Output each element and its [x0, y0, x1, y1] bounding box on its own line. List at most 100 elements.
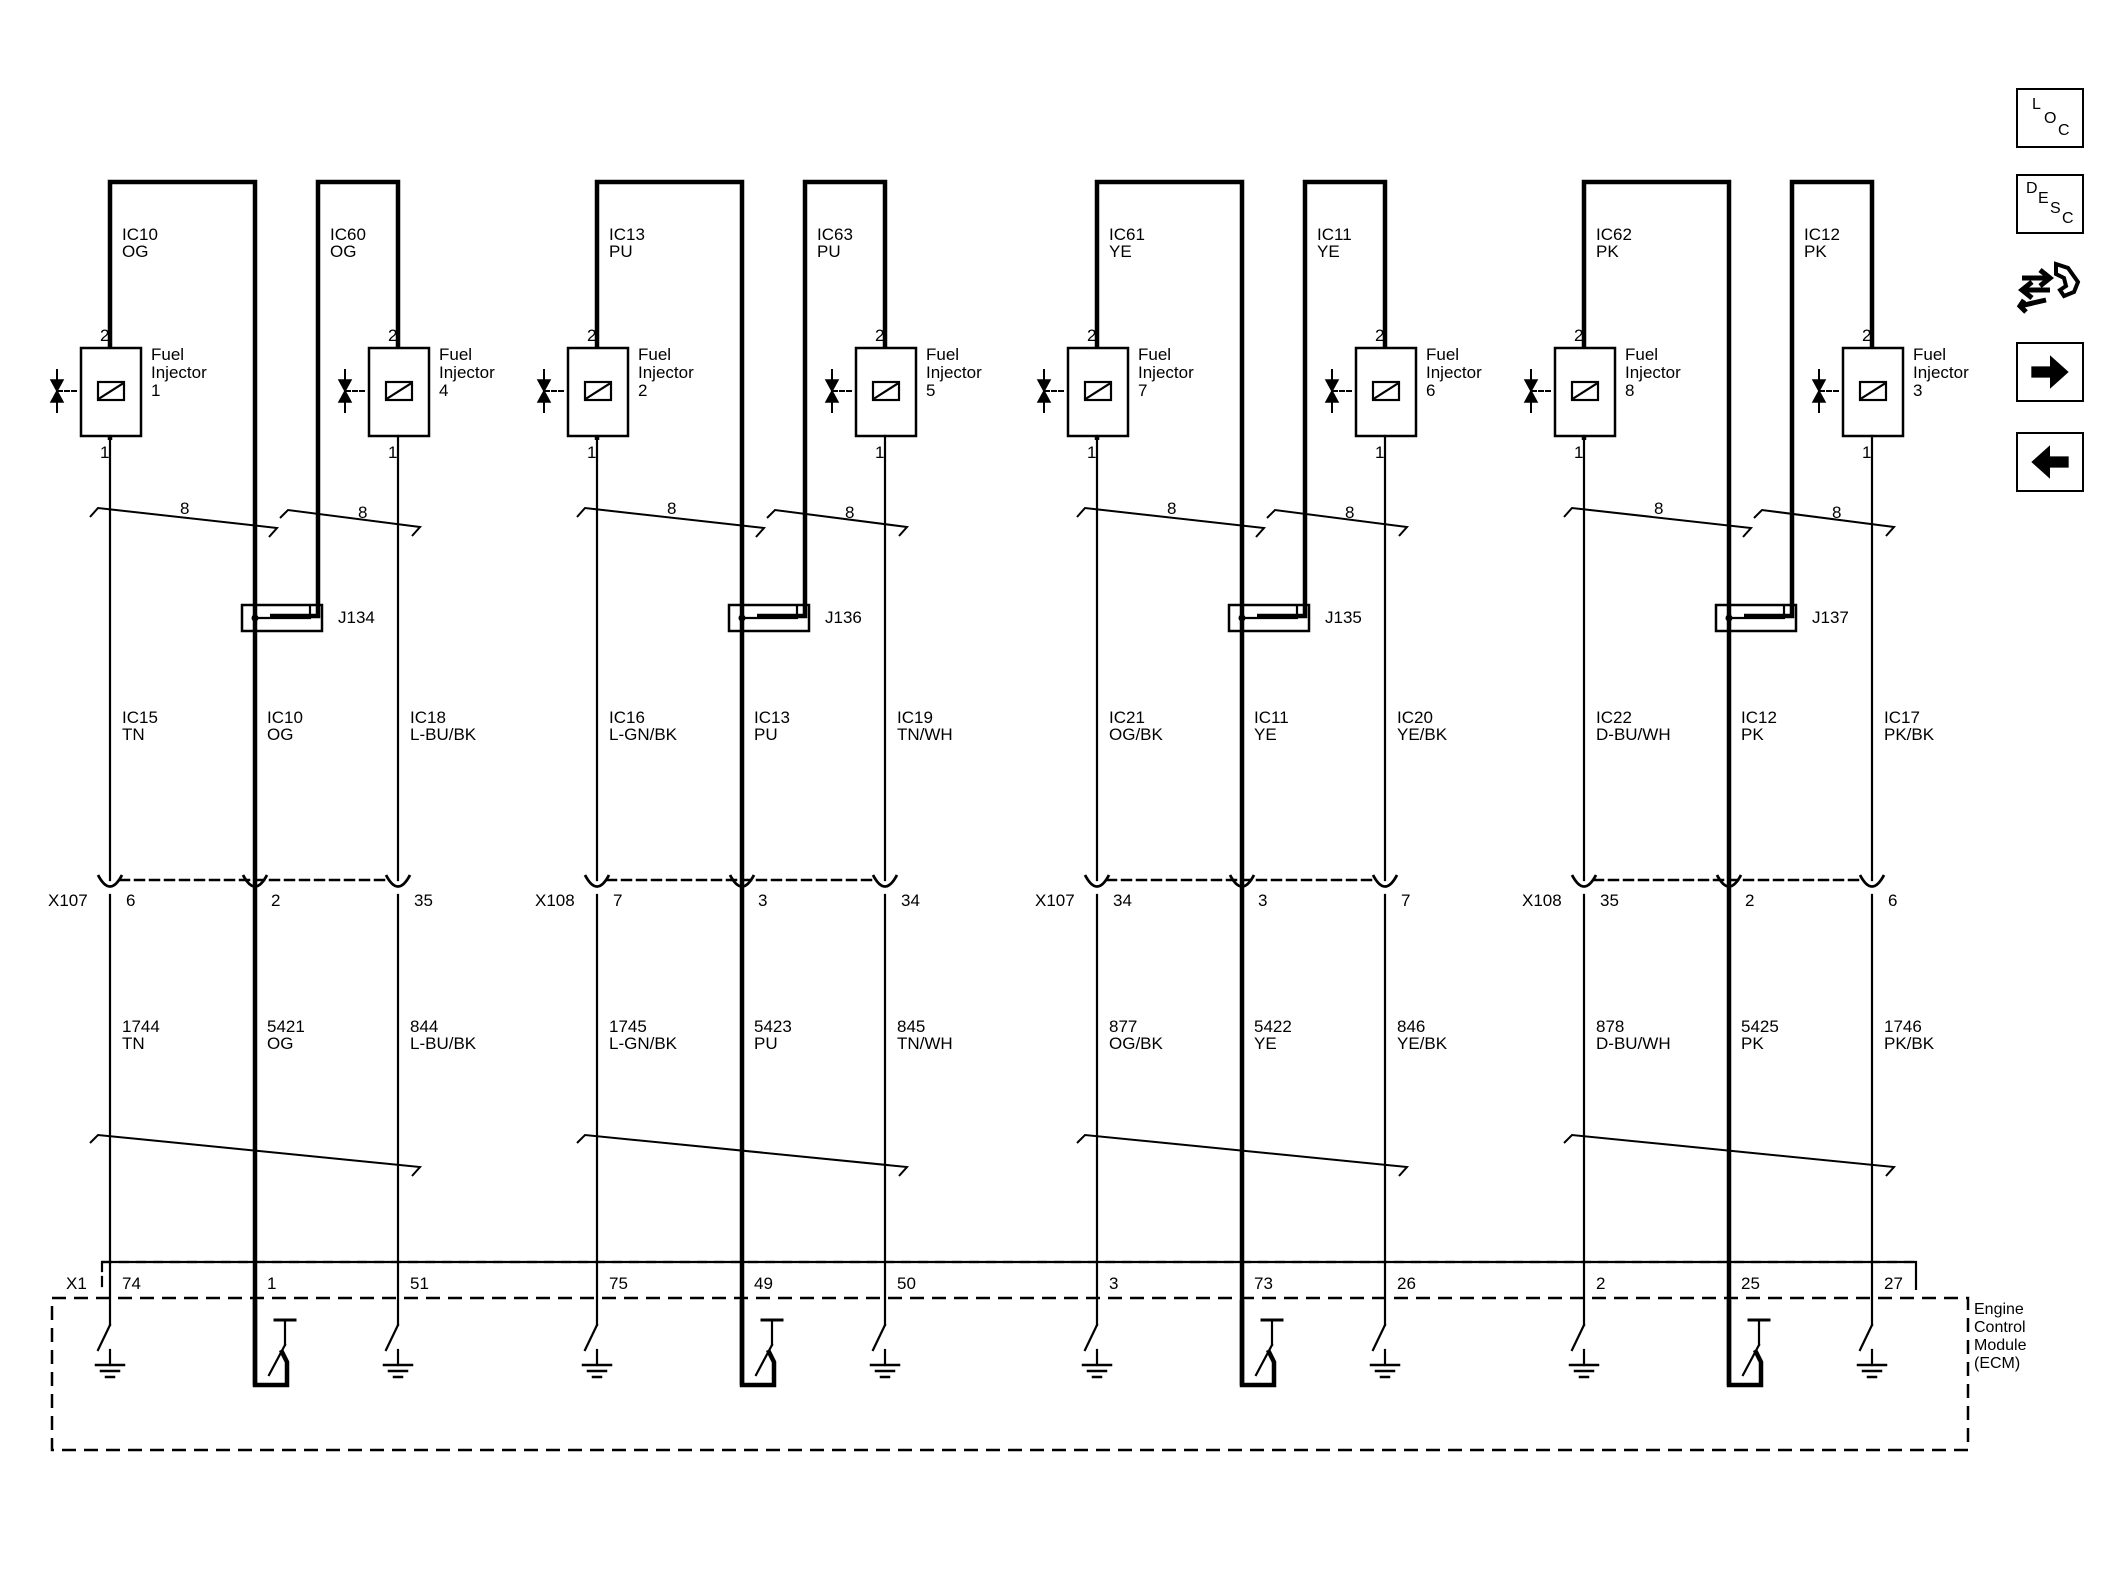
ecm-circuit-label: 846 [1397, 1017, 1425, 1036]
harness-circuit-label: IC10 [267, 708, 303, 727]
ecm-pin: 25 [1741, 1274, 1760, 1293]
injector-title: Fuel [1138, 345, 1171, 364]
injector-title: Fuel [1913, 345, 1946, 364]
injector-title: Fuel [926, 345, 959, 364]
splice-label: J136 [825, 608, 862, 627]
connector-pin: 35 [414, 891, 433, 910]
ecm-label: Control [1974, 1319, 2026, 1336]
splice-internal [742, 606, 799, 620]
coil-symbol [96, 380, 126, 402]
loc-button[interactable]: L O C [2016, 88, 2084, 148]
next-arrow-icon [2031, 355, 2069, 389]
ecm-pin: 3 [1109, 1274, 1118, 1293]
bundle-mark [279, 508, 423, 537]
coil-symbol [1570, 380, 1600, 402]
connector-pin: 34 [901, 891, 920, 910]
power-switch [1239, 1300, 1284, 1388]
top-circuit-label: IC60 [330, 225, 366, 244]
connector-tool-button[interactable] [2016, 256, 2084, 316]
connector-pin: 3 [758, 891, 767, 910]
injector-number: 7 [1138, 381, 1147, 400]
bundle-count: 8 [358, 503, 367, 522]
connector-terminal [1083, 874, 1111, 888]
splice-pack [1227, 603, 1311, 633]
coil-stroke [1860, 382, 1886, 400]
connector-pin: 2 [271, 891, 280, 910]
ecm-color-label: L-BU/BK [410, 1034, 477, 1053]
ecm-label: Engine [1974, 1301, 2024, 1318]
connector-terminal [241, 874, 269, 888]
next-page-button[interactable] [2016, 342, 2084, 402]
switch-blade [1083, 1323, 1099, 1352]
ecm-color-label: PK/BK [1884, 1034, 1935, 1053]
splice-internal [1242, 606, 1299, 620]
connector-tool-icon [2016, 261, 2081, 314]
injector-title: Fuel [151, 345, 184, 364]
bundle-count: 8 [180, 499, 189, 518]
splice-label: J135 [1325, 608, 1362, 627]
top-color-label: OG [330, 242, 356, 261]
bundle-mark [89, 1133, 423, 1177]
injector-number: 4 [439, 381, 448, 400]
connector-pin: 6 [126, 891, 135, 910]
ecm-color-label: YE/BK [1397, 1034, 1448, 1053]
top-circuit-label: IC62 [1596, 225, 1632, 244]
bundle-mark [1076, 506, 1267, 538]
coil-stroke [585, 382, 611, 400]
switch-blade [871, 1323, 887, 1352]
ecm-label: Module [1974, 1337, 2027, 1354]
connector-terminal [96, 874, 124, 888]
switch-blade [583, 1323, 599, 1352]
power-switch [252, 1300, 297, 1388]
ecm-circuit-label: 5425 [1741, 1017, 1779, 1036]
coil-symbol [384, 380, 414, 402]
injector-body [854, 346, 918, 438]
power-switch [739, 1300, 784, 1388]
splice-node [738, 614, 746, 622]
injector-title: Injector [926, 363, 982, 382]
harness-color-label: OG/BK [1109, 725, 1164, 744]
coil-stroke [386, 382, 412, 400]
injector-title: Fuel [439, 345, 472, 364]
power-loop [1726, 1300, 1764, 1388]
injector-pin-bottom: 1 [388, 443, 397, 462]
ecm-pin: 26 [1397, 1274, 1416, 1293]
bundle-mark [1076, 1133, 1410, 1177]
connector-terminal [1570, 874, 1598, 888]
connector-terminal [1715, 874, 1743, 888]
coil-symbol [1083, 380, 1113, 402]
ecm-pin: 50 [897, 1274, 916, 1293]
previous-page-button[interactable] [2016, 432, 2084, 492]
top-circuit-label: IC12 [1804, 225, 1840, 244]
ecm-circuit-label: 844 [410, 1017, 438, 1036]
ecm-color-label: YE [1254, 1034, 1277, 1053]
connector-pin: 34 [1113, 891, 1132, 910]
injector-pin-bottom: 1 [875, 443, 884, 462]
switch-blade [384, 1323, 400, 1352]
ground-switch [581, 1323, 613, 1379]
previous-arrow-icon [2031, 445, 2069, 479]
top-circuit-label: IC63 [817, 225, 853, 244]
ecm-pin: 1 [267, 1274, 276, 1293]
ground-switch [1568, 1323, 1600, 1379]
connector-pin: 7 [613, 891, 622, 910]
feed-wire-loop [1094, 179, 1245, 1385]
harness-color-label: PK [1741, 725, 1764, 744]
injector-title: Fuel [1426, 345, 1459, 364]
splice-pack [1714, 603, 1798, 633]
bundle-mark [89, 506, 280, 538]
desc-letter-s: S [2050, 200, 2061, 217]
injector-pin-bottom: 1 [1087, 443, 1096, 462]
ecm-circuit-label: 1745 [609, 1017, 647, 1036]
desc-letter-c: C [2062, 210, 2074, 227]
injector-pin-bottom: 1 [1862, 443, 1871, 462]
injector-title: Injector [1426, 363, 1482, 382]
desc-button[interactable]: D E S C [2016, 174, 2084, 234]
feed-wire-riser [757, 179, 888, 619]
power-loop [252, 1300, 290, 1388]
harness-circuit-label: IC16 [609, 708, 645, 727]
connector-terminal [1858, 874, 1886, 888]
